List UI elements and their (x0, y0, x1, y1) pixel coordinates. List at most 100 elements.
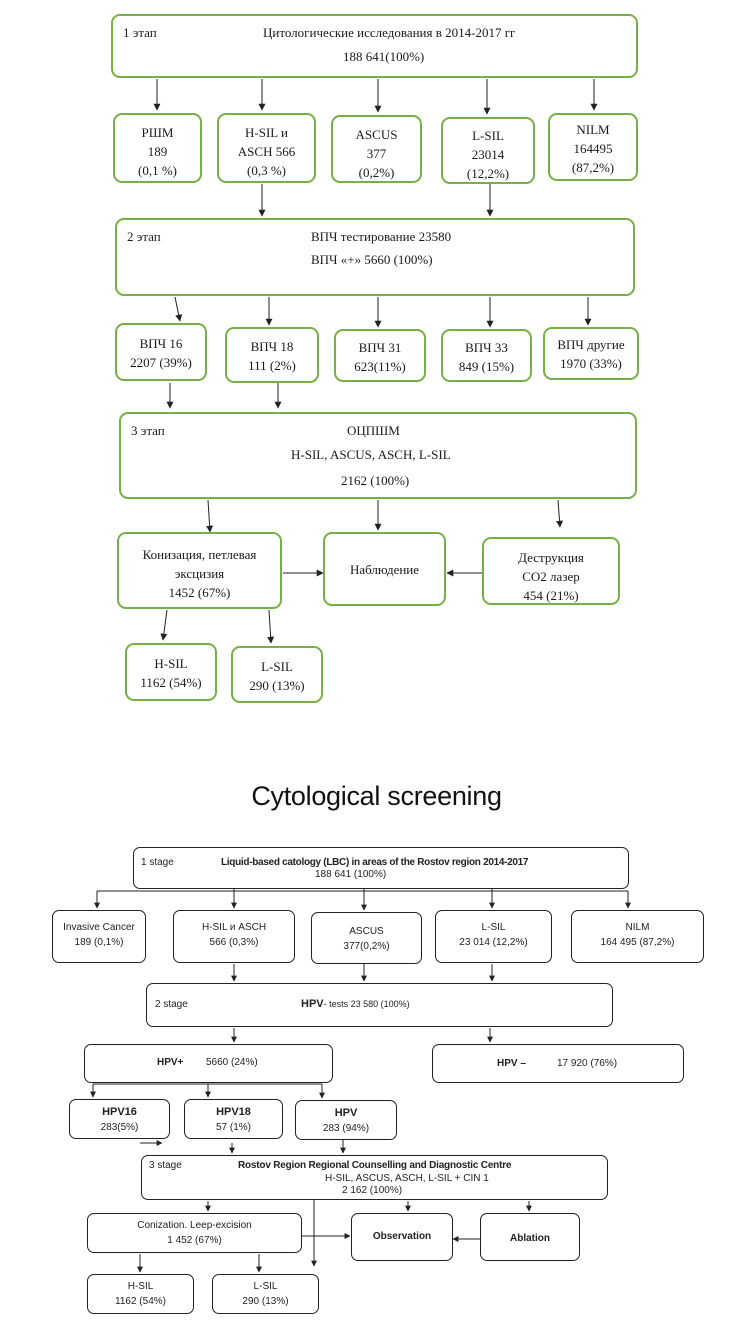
ru-conization-value: 1452 (67%) (168, 584, 231, 600)
en-ascus-value: 377(0,2%) (343, 940, 390, 952)
en-ablation-label: Ablation (510, 1233, 550, 1244)
ru-conization-box: Конизация, петлевая эксцизия 1452 (67%) (117, 532, 282, 609)
ru-connectors (153, 79, 598, 644)
en-hpv-positive-value: 5660 (24%) (206, 1057, 258, 1068)
en-stage3-tag: 3 stage (149, 1160, 182, 1171)
en-stage3-sub: H-SIL, ASCUS, ASCH, L-SIL + CIN 1 (325, 1173, 489, 1184)
en-ascus-label: ASCUS (349, 926, 384, 937)
en-hpv-positive-label: HPV+ (157, 1057, 184, 1068)
en-hsil-asch-value: 566 (0,3%) (209, 936, 259, 948)
ru-stage1-total: 188 641(100%) (343, 49, 425, 64)
en-stage3-box: 3 stage Rostov Region Regional Counselli… (141, 1155, 608, 1200)
ru-nilm-label: NILM (576, 122, 610, 137)
ru-destruction-value: 454 (21%) (523, 587, 579, 603)
ru-hpv16-box: ВПЧ 16 2207 (39%) (115, 323, 207, 381)
en-nilm-label: NILM (625, 922, 650, 933)
ru-stage3-title: ОЦПШМ (347, 423, 400, 438)
ru-observation-label: Наблюдение (349, 562, 420, 577)
ru-hpv33-label: ВПЧ 33 (465, 340, 508, 355)
ru-cancer-label: РШМ (141, 125, 174, 140)
ru-hpv33-box: ВПЧ 33 849 (15%) (441, 329, 532, 382)
en-hpv16-box: HPV16 283(5%) (69, 1099, 170, 1139)
ru-hpv18-box: ВПЧ 18 111 (2%) (225, 327, 319, 383)
en-cancer-value: 189 (0,1%) (74, 936, 124, 948)
ru-hpv16-value: 2207 (39%) (130, 354, 192, 370)
ru-cancer-count: 189 (147, 143, 168, 159)
arrow (556, 499, 564, 528)
ru-ascus-count: 377 (366, 145, 387, 161)
en-hsil-result-value: 1162 (54%) (115, 1295, 166, 1307)
en-conization-label: Conization. Leep-excision (137, 1220, 252, 1231)
en-stage1-title: Liquid-based catology (LBC) in areas of … (221, 857, 529, 868)
en-hpv-other-label: HPV (334, 1107, 358, 1119)
en-hsil-asch-label: H-SIL и ASCH (201, 922, 267, 933)
ru-hsil-result-value: 1162 (54%) (140, 674, 202, 690)
ru-destruction-label: Деструкция (518, 550, 584, 565)
ru-lsil-label: L-SIL (472, 128, 504, 143)
en-stage3-total: 2 162 (100%) (342, 1185, 403, 1196)
ru-stage1-tag: 1 этап (123, 25, 157, 40)
ru-observation-box: Наблюдение (323, 532, 446, 606)
en-ascus-box: ASCUS 377(0,2%) (311, 912, 422, 964)
en-cancer-box: Invasive Cancer 189 (0,1%) (52, 910, 146, 963)
en-nilm-value: 164 495 (87,2%) (600, 936, 675, 948)
ru-conization-label-2: эксцизия (174, 565, 225, 581)
ru-hpv33-value: 849 (15%) (458, 358, 515, 374)
ru-stage2-sub: ВПЧ «+» 5660 (100%) (311, 252, 433, 267)
ru-hpv-other-value: 1970 (33%) (560, 355, 622, 371)
en-stage1-total: 188 641 (100%) (315, 869, 387, 880)
ru-nilm-percent: (87,2%) (571, 159, 615, 175)
en-stage1-box: 1 stage Liquid-based catology (LBC) in a… (133, 847, 629, 889)
en-hpv-negative-label: HPV – (497, 1058, 526, 1069)
ru-stage2-tag: 2 этап (127, 229, 161, 244)
ru-stage3-sub: H-SIL, ASCUS, ASCH, L-SIL (291, 447, 451, 462)
ru-stage2-box: 2 этап ВПЧ тестирование 23580 ВПЧ «+» 56… (115, 218, 635, 296)
en-lsil-result-value: 290 (13%) (242, 1295, 289, 1307)
ru-hpv18-label: ВПЧ 18 (250, 339, 294, 354)
en-conization-value: 1 452 (67%) (167, 1234, 222, 1246)
ru-nilm-box: NILM 164495 (87,2%) (548, 113, 638, 181)
en-conization-box: Conization. Leep-excision 1 452 (67%) (87, 1213, 302, 1253)
en-stage1-tag: 1 stage (141, 857, 174, 868)
en-hsil-result-label: H-SIL (127, 1281, 154, 1292)
en-hpv18-label: HPV18 (216, 1106, 251, 1118)
ru-hsil-asch-box: H-SIL и ASCH 566 (0,3 %) (217, 113, 316, 183)
ru-stage2-title: ВПЧ тестирование 23580 (311, 229, 452, 244)
en-lsil-value: 23 014 (12,2%) (459, 936, 528, 948)
en-ablation-box: Ablation (480, 1213, 580, 1261)
arrow (267, 609, 275, 644)
en-hpv18-value: 57 (1%) (215, 1121, 251, 1133)
ru-ascus-percent: (0,2%) (358, 164, 395, 180)
arrow (206, 499, 214, 533)
ru-lsil-result-label: L-SIL (261, 659, 293, 674)
en-hpv16-label: HPV16 (102, 1106, 137, 1118)
ru-stage3-box: 3 этап ОЦПШМ H-SIL, ASCUS, ASCH, L-SIL 2… (119, 412, 637, 499)
ru-destruction-box: Деструкция CO2 лазер 454 (21%) (482, 537, 620, 605)
ru-hpv18-value: 111 (2%) (248, 357, 296, 373)
en-stage2-title: HPV- tests 23 580 (100%) (301, 998, 410, 1010)
ru-hpv31-value: 623(11%) (354, 358, 406, 374)
ru-stage1-box: 1 этап Цитологические исследования в 201… (111, 14, 638, 78)
ru-ascus-box: ASCUS 377 (0,2%) (331, 115, 422, 183)
en-lsil-label: L-SIL (481, 922, 506, 933)
en-hpv18-box: HPV18 57 (1%) (184, 1099, 283, 1139)
en-hpv16-value: 283(5%) (100, 1121, 139, 1133)
en-hsil-result-box: H-SIL 1162 (54%) (87, 1274, 194, 1314)
ru-lsil-result-value: 290 (13%) (249, 677, 305, 693)
ru-ascus-label: ASCUS (355, 127, 398, 142)
en-stage3-title: Rostov Region Regional Counselling and D… (238, 1160, 512, 1171)
ru-hsil-result-label: H-SIL (154, 656, 188, 671)
ru-lsil-percent: (12,2%) (466, 165, 510, 181)
ru-hsil-result-box: H-SIL 1162 (54%) (125, 643, 217, 701)
ru-hpv-other-label: ВПЧ другие (557, 337, 625, 352)
en-stage2-tag: 2 stage (155, 999, 188, 1010)
arrow (160, 609, 168, 641)
ru-hsil-asch-label: H-SIL и (245, 125, 288, 140)
ru-lsil-count: 23014 (471, 146, 505, 162)
en-cancer-label: Invasive Cancer (63, 922, 135, 933)
ru-cancer-box: РШМ 189 (0,1 %) (113, 113, 202, 183)
ru-conization-label: Конизация, петлевая (142, 547, 257, 562)
en-nilm-box: NILM 164 495 (87,2%) (571, 910, 704, 963)
ru-cancer-percent: (0,1 %) (138, 162, 177, 178)
en-hpv-other-box: HPV 283 (94%) (295, 1100, 397, 1140)
